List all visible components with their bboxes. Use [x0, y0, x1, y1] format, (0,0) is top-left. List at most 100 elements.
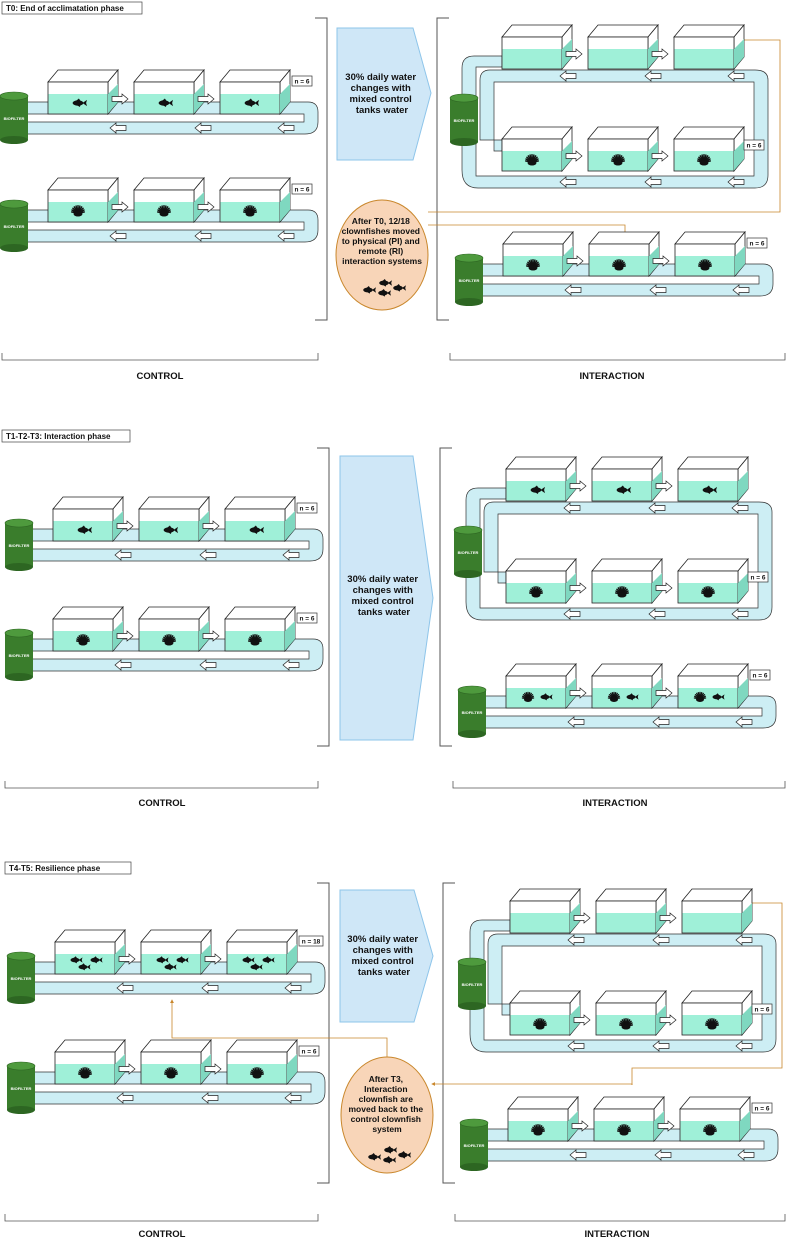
anemone-icon [163, 1066, 179, 1079]
biofilter: BIOFILTER [4, 628, 34, 681]
tank [505, 662, 577, 710]
flow-arrow-icon [727, 70, 745, 82]
flow-arrow-icon [277, 230, 295, 242]
tank [681, 989, 753, 1037]
flow-arrow-icon [655, 480, 673, 492]
flow-arrow-icon [735, 716, 753, 728]
tank [54, 1038, 126, 1086]
flow-arrow-icon [735, 934, 753, 946]
pipe [469, 933, 777, 1053]
n-label-box [747, 571, 769, 583]
tank [591, 557, 663, 605]
clownfish-icon [90, 956, 103, 964]
control-label: CONTROL [137, 371, 184, 382]
clownfish-icon [163, 525, 178, 535]
flow-arrow-icon [565, 48, 583, 60]
anemone-icon [697, 258, 713, 271]
biofilter: BIOFILTER [6, 1061, 36, 1114]
transfer-line-back [170, 999, 388, 1057]
tank [591, 662, 663, 710]
tank [505, 557, 577, 605]
anemone-icon [702, 1123, 718, 1136]
biofilter-label: BIOFILTER [4, 116, 25, 121]
transfer-text: After T0, 12/18 clownfishes moved to phy… [342, 216, 423, 266]
flow-arrow-icon [649, 284, 667, 296]
flow-arrow-icon [116, 982, 134, 994]
interaction-bracket [436, 17, 449, 321]
tank [47, 176, 119, 224]
water-change-text: 30% daily water changes with mixed contr… [347, 934, 420, 978]
anemone-icon [75, 633, 91, 646]
tank [673, 23, 745, 71]
clownfish-icon [540, 693, 553, 701]
flow-arrow-icon [652, 934, 670, 946]
tank [140, 928, 212, 976]
flow-arrow-icon [567, 716, 585, 728]
flow-arrow-icon [282, 549, 300, 561]
tank [595, 989, 667, 1037]
biofilter-label: BIOFILTER [462, 710, 483, 715]
interaction-label: INTERACTION [585, 1229, 650, 1240]
biofilter-label: BIOFILTER [458, 550, 479, 555]
flow-arrow-icon [569, 687, 587, 699]
anemone-icon [611, 258, 627, 271]
tank [595, 887, 667, 935]
n-label-box [298, 1045, 320, 1057]
tank [593, 1095, 665, 1143]
transfer-line-lower [431, 1082, 633, 1086]
water-change-text: 30% daily water changes with mixed contr… [347, 574, 420, 618]
interaction-bracket [439, 447, 452, 747]
biofilter: BIOFILTER [457, 957, 487, 1010]
flow-arrow-icon [197, 93, 215, 105]
anemone-icon [530, 1123, 546, 1136]
control-axis-bracket [4, 781, 319, 789]
biofilter-label: BIOFILTER [459, 278, 480, 283]
flow-arrow-icon [559, 176, 577, 188]
clownfish-icon [616, 485, 631, 495]
anemone-icon [532, 1017, 548, 1030]
pipe [461, 69, 769, 189]
clownfish-icon [249, 525, 264, 535]
water-change-text: 30% daily water changes with mixed contr… [345, 72, 418, 116]
biofilter-label: BIOFILTER [464, 1143, 485, 1148]
anemone-icon [607, 691, 621, 702]
anemone-icon [704, 1017, 720, 1030]
biofilter: BIOFILTER [6, 951, 36, 1004]
clownfish-icon [176, 956, 189, 964]
clownfish-icon [158, 98, 173, 108]
biofilter-label: BIOFILTER [462, 982, 483, 987]
tank [224, 605, 296, 653]
biofilter-label: BIOFILTER [4, 224, 25, 229]
biofilter-label: BIOFILTER [11, 1086, 32, 1091]
anemone-icon [156, 204, 172, 217]
flow-arrow-icon [204, 953, 222, 965]
transfer-line-upper [428, 38, 781, 213]
tank [673, 125, 745, 173]
flow-arrow-icon [651, 48, 669, 60]
biofilter-label: BIOFILTER [11, 976, 32, 981]
clownfish-icon [242, 956, 255, 964]
anemone-icon [614, 585, 630, 598]
flow-arrow-icon [648, 608, 666, 620]
flow-arrow-icon [116, 520, 134, 532]
clownfish-icon [383, 1156, 396, 1164]
clownfish-icon [250, 963, 263, 971]
n-label: n = 6 [300, 505, 315, 512]
tank [587, 125, 659, 173]
flow-arrow-icon [114, 549, 132, 561]
n-label: n = 6 [753, 672, 768, 679]
interaction-axis-bracket [449, 353, 786, 361]
clownfish-icon [398, 1151, 411, 1159]
flow-arrow-icon [567, 1040, 585, 1052]
clownfish-icon [156, 956, 169, 964]
flow-arrow-icon [199, 549, 217, 561]
tank [677, 455, 749, 503]
flow-arrow-icon [573, 1014, 591, 1026]
n-label-box [751, 1102, 773, 1114]
flow-arrow-icon [114, 659, 132, 671]
clownfish-icon [530, 485, 545, 495]
